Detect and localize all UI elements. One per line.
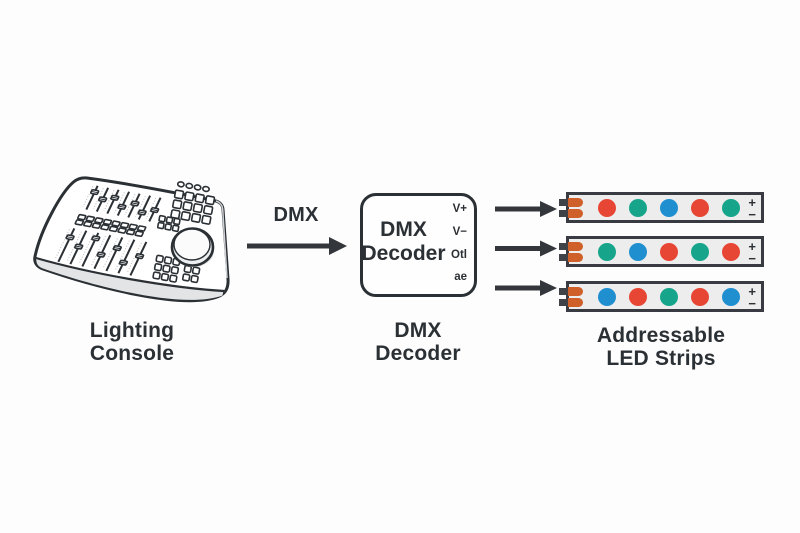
console-label-line2: Console [89, 342, 175, 366]
connector-pad [568, 253, 583, 262]
led-dot [660, 242, 678, 261]
led-dot [691, 287, 709, 306]
console-label: Lighting Console [52, 319, 212, 365]
decoder-label-line1: DMX [394, 319, 442, 342]
pin-label-data: ae [454, 271, 467, 284]
led-strips-label: Addressable LED Strips [571, 324, 751, 370]
connector-pin [559, 299, 568, 306]
polarity-plus-label: + [748, 239, 756, 254]
connector-pad [568, 209, 583, 218]
led-dot [691, 198, 709, 217]
connector-pin [559, 254, 568, 261]
polarity-plus-label: + [748, 195, 756, 210]
led-dot [722, 287, 740, 306]
connector-pin [559, 288, 568, 295]
led-dot [691, 242, 709, 261]
lighting-console-illustration [33, 176, 230, 303]
led-strip: + − [559, 281, 764, 312]
connector-pin [559, 210, 568, 217]
led-dot [722, 242, 740, 261]
led-dot [629, 198, 647, 217]
console-panel-edge-line [35, 256, 225, 293]
led-dot [629, 287, 647, 306]
led-strip: + − [559, 192, 764, 223]
strip-arrow-head [540, 240, 557, 257]
pin-label-vplus: V+ [452, 203, 467, 215]
connector-pin [559, 199, 568, 206]
console-side-highlight [215, 200, 228, 279]
connector-pad [568, 298, 583, 307]
connector-pad [568, 241, 583, 251]
connector-pin [559, 243, 568, 250]
strip-arrow-head [540, 280, 557, 296]
polarity-minus-label: − [748, 251, 756, 266]
pin-label-out: Otl [451, 248, 467, 261]
polarity-minus-label: − [748, 207, 756, 222]
led-dot [598, 198, 616, 217]
polarity-plus-label: + [748, 284, 756, 299]
led-strips-label-line1: Addressable [596, 324, 726, 347]
led-dot [660, 198, 678, 217]
led-strips-label-line2: LED Strips [606, 347, 716, 371]
led-dot [722, 198, 740, 217]
decoder-title-line2: Decoder [361, 242, 446, 265]
led-dot [629, 242, 647, 261]
connector-pad [568, 197, 583, 207]
strip-arrow-head [540, 201, 557, 217]
console-label-line1: Lighting [89, 319, 175, 342]
jog-wheel-top [173, 228, 211, 261]
led-dot [660, 287, 678, 306]
decoder-label-line2: Decoder [375, 342, 461, 366]
led-dot [598, 287, 616, 306]
led-strip: + − [559, 236, 764, 267]
dmx-arrow-head [329, 237, 347, 255]
polarity-minus-label: − [748, 296, 756, 311]
dmx-decoder-box: DMX Decoder V+ V− Otl ae [360, 193, 477, 297]
connector-pad [568, 286, 583, 296]
decoder-pin-labels: V+ V− Otl ae [451, 203, 467, 284]
dmx-decoder-box-title: DMX Decoder [361, 196, 446, 288]
dmx-protocol-label: DMX [273, 204, 319, 226]
decoder-title-line1: DMX [380, 217, 427, 241]
decoder-label: DMX Decoder [358, 319, 478, 365]
led-dot [598, 242, 616, 261]
pin-label-vminus: V− [452, 225, 467, 238]
